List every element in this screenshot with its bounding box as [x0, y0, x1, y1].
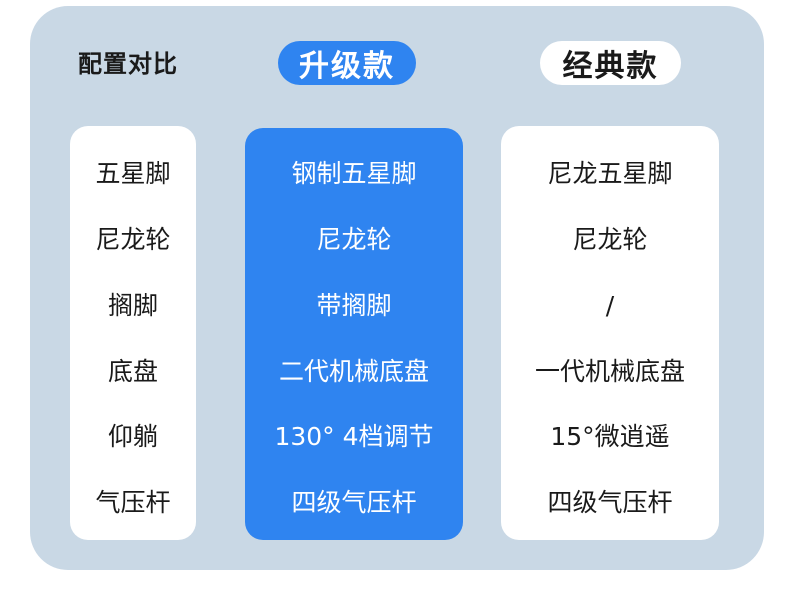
classic-footrest: / — [605, 291, 615, 320]
classic-recline: 15°微逍遥 — [550, 422, 670, 451]
attribute-chassis: 底盘 — [107, 357, 158, 386]
classic-casters: 尼龙轮 — [572, 225, 648, 254]
upgrade-casters: 尼龙轮 — [316, 225, 392, 254]
attribute-column: 五星脚 尼龙轮 搁脚 底盘 仰躺 气压杆 — [70, 126, 196, 540]
classic-column: 尼龙五星脚 尼龙轮 / 一代机械底盘 15°微逍遥 四级气压杆 — [501, 126, 719, 540]
attribute-gas-lift: 气压杆 — [95, 488, 171, 517]
upgrade-gas-lift: 四级气压杆 — [291, 488, 417, 517]
upgrade-model-badge: 升级款 — [278, 41, 416, 85]
upgrade-chassis: 二代机械底盘 — [278, 357, 429, 386]
classic-chassis: 一代机械底盘 — [534, 357, 685, 386]
upgrade-footrest: 带搁脚 — [316, 291, 392, 320]
attribute-recline: 仰躺 — [107, 422, 158, 451]
classic-model-badge: 经典款 — [540, 41, 681, 85]
upgrade-star-base: 钢制五星脚 — [291, 159, 417, 188]
upgrade-column: 钢制五星脚 尼龙轮 带搁脚 二代机械底盘 130° 4档调节 四级气压杆 — [245, 128, 463, 540]
upgrade-recline: 130° 4档调节 — [274, 422, 434, 451]
config-compare-heading: 配置对比 — [78, 50, 178, 78]
classic-gas-lift: 四级气压杆 — [547, 488, 673, 517]
attribute-casters: 尼龙轮 — [95, 225, 171, 254]
attribute-star-base: 五星脚 — [95, 159, 171, 188]
attribute-footrest: 搁脚 — [107, 291, 158, 320]
classic-star-base: 尼龙五星脚 — [547, 159, 673, 188]
